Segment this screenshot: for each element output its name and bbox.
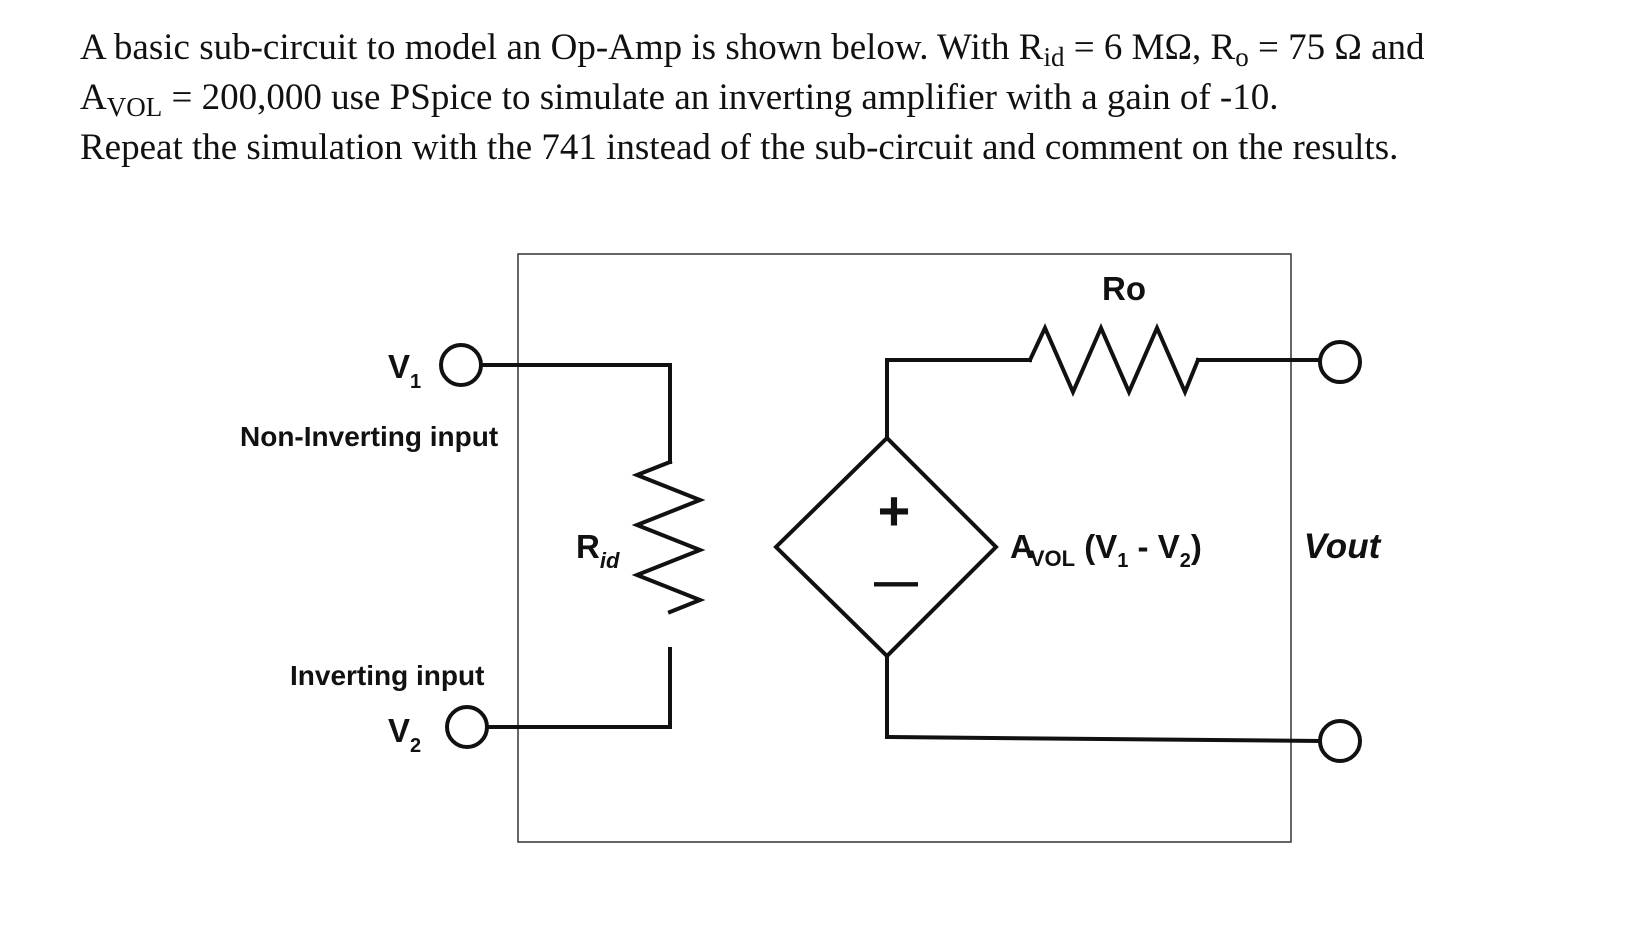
problem-text: A [80, 77, 107, 118]
problem-text: = 200,000 use PSpice to simulate an inve… [162, 77, 1279, 118]
rid-subscript: id [1043, 42, 1065, 72]
avol-close: ) [1191, 528, 1202, 565]
minus-sign: — [874, 557, 918, 606]
avol-main: A [1010, 528, 1034, 565]
subcircuit-box [517, 253, 1292, 843]
v2-main: V [388, 712, 410, 749]
v2-terminal [445, 705, 489, 749]
problem-statement: A basic sub-circuit to model an Op-Amp i… [80, 24, 1620, 172]
rid-resistor [631, 459, 706, 615]
non-inverting-input-label: Non-Inverting input [240, 421, 498, 452]
vout-terminal [1318, 340, 1362, 384]
v1-subscript: 1 [410, 371, 421, 393]
v1-wire [479, 363, 672, 464]
ro-resistor [1027, 323, 1201, 398]
v2-subscript: 2 [410, 735, 421, 757]
avol-v1: (V [1075, 528, 1117, 565]
avol-v2: - V [1128, 528, 1179, 565]
problem-line-3: Repeat the simulation with the 741 inste… [80, 127, 1399, 168]
inverting-input-label: Inverting input [290, 660, 484, 691]
rid-subscript: id [600, 548, 620, 573]
rid-label: Rid [576, 528, 620, 573]
problem-text: = 75 Ω and [1248, 27, 1425, 68]
rid-main: R [576, 528, 600, 565]
avol-subscript: VOL [106, 92, 163, 122]
v2-label: V2 [388, 712, 421, 757]
ground-terminal [1318, 719, 1362, 763]
avol-subscript: VOL [1030, 546, 1075, 571]
v2-wire [485, 647, 672, 729]
problem-line-2: AVOL = 200,000 use PSpice to simulate an… [80, 74, 1620, 124]
source-top-wire [885, 358, 1032, 440]
ro-subscript: o [1235, 42, 1249, 72]
source-bottom-wire [885, 654, 1323, 744]
dependent-voltage-source [773, 435, 999, 659]
avol-expression: AVOL (V1 - V2) [1010, 528, 1202, 572]
v1-label: V1 [388, 348, 421, 393]
v1-main: V [388, 348, 410, 385]
avol-v1-subscript: 1 [1117, 550, 1128, 572]
problem-text: = 6 MΩ, R [1064, 27, 1236, 68]
vout-label: Vout [1304, 527, 1382, 566]
problem-line-1: A basic sub-circuit to model an Op-Amp i… [80, 24, 1620, 74]
v1-terminal [439, 343, 483, 387]
avol-v2-subscript: 2 [1180, 550, 1191, 572]
ro-label: Ro [1102, 270, 1146, 307]
plus-sign: + [878, 479, 911, 542]
problem-text: A basic sub-circuit to model an Op-Amp i… [80, 27, 1044, 68]
